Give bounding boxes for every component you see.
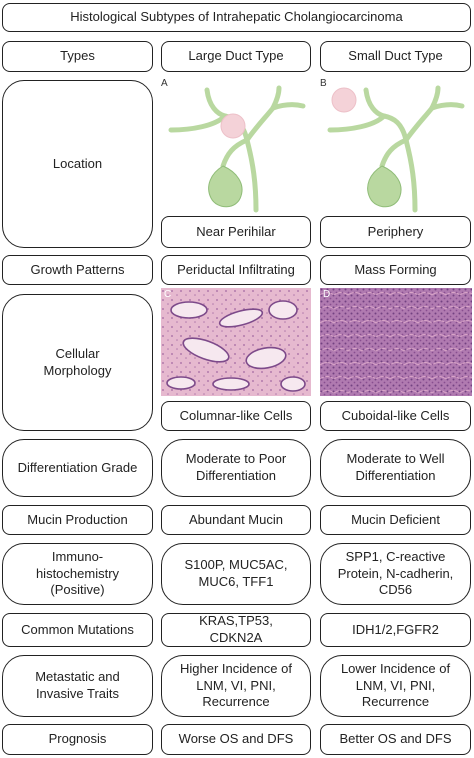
histology-image [161,288,311,396]
bile-duct-illustration [327,85,465,213]
row-label-location: Location [2,80,153,248]
mutations-small: IDH1/2,FGFR2 [320,613,471,647]
differentiation-large: Moderate to Poor Differentiation [161,439,311,497]
immuno-large: S100P, MUC5AC, MUC6, TFF1 [161,543,311,605]
mutations-large: KRAS,TP53, CDKN2A [161,613,311,647]
prognosis-large: Worse OS and DFS [161,724,311,755]
immuno-small: SPP1, C-reactive Protein, N-cadherin, CD… [320,543,471,605]
bile-duct-illustration [168,85,306,213]
row-label-immuno: Immuno- histochemistry (Positive) [2,543,153,605]
row-label-growth: Growth Patterns [2,255,153,285]
metastatic-large: Higher Incidence of LNM, VI, PNI, Recurr… [161,655,311,717]
metastatic-small: Lower Incidence of LNM, VI, PNI, Recurre… [320,655,471,717]
growth-small: Mass Forming [320,255,471,285]
differentiation-small: Moderate to Well Differentiation [320,439,471,497]
mucin-small: Mucin Deficient [320,505,471,535]
illustration-large-duct: A [161,78,313,213]
header-small-duct: Small Duct Type [320,41,471,72]
row-label-differentiation: Differentiation Grade [2,439,153,497]
growth-large: Periductal Infiltrating [161,255,311,285]
histology-small-duct: D [320,288,472,396]
morphology-large: Columnar-like Cells [161,401,311,431]
histology-image [320,288,472,396]
header-types: Types [2,41,153,72]
row-label-prognosis: Prognosis [2,724,153,755]
morphology-small: Cuboidal-like Cells [320,401,471,431]
location-small: Periphery [320,216,471,248]
row-label-mucin: Mucin Production [2,505,153,535]
panel-label-c: C [164,289,172,300]
location-large: Near Perihilar [161,216,311,248]
header-large-duct: Large Duct Type [161,41,311,72]
row-label-morphology: Cellular Morphology [2,294,153,431]
figure-title: Histological Subtypes of Intrahepatic Ch… [2,3,471,32]
panel-label-a: A [161,78,168,89]
row-label-metastatic: Metastatic and Invasive Traits [2,655,153,717]
panel-label-d: D [323,289,331,300]
histology-large-duct: C [161,288,311,396]
prognosis-small: Better OS and DFS [320,724,471,755]
mucin-large: Abundant Mucin [161,505,311,535]
panel-label-b: B [320,78,327,89]
row-label-mutations: Common Mutations [2,613,153,647]
illustration-small-duct: B [320,78,472,213]
